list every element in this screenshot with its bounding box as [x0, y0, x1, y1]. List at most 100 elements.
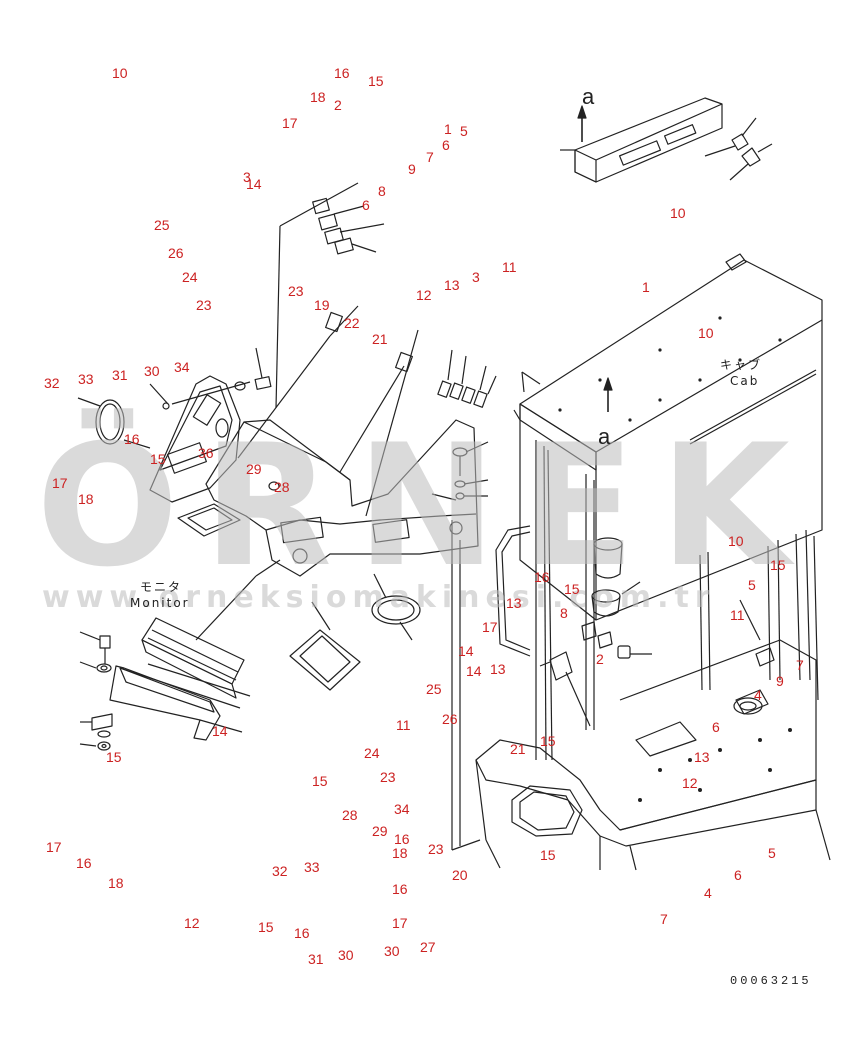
callout-label: 36: [198, 445, 214, 461]
callout-label: 13: [444, 277, 460, 293]
view-a-arrow-top: [577, 105, 587, 142]
callout-label: 3: [243, 169, 251, 185]
callout-label: 22: [344, 315, 360, 331]
callout-label: 17: [282, 115, 298, 131]
bezel-lower: [289, 601, 361, 691]
callout-label: 16: [534, 569, 550, 585]
view-a-label-top: a: [582, 84, 595, 109]
view-a-arrow-cab: [603, 377, 613, 412]
callout-label: 32: [272, 863, 288, 879]
cab-rail: [495, 525, 531, 657]
callout-label: 27: [420, 939, 436, 955]
cab-right-hardware: [735, 599, 775, 715]
ring-seal: [77, 397, 151, 449]
view-a-label-cab: a: [598, 424, 611, 449]
callout-label: 15: [564, 581, 580, 597]
cab-body: [513, 253, 823, 621]
callout-label: 34: [394, 801, 410, 817]
screw-and-washers-center: [431, 441, 489, 851]
callout-label: 34: [174, 359, 190, 375]
callout-label: 26: [168, 245, 184, 261]
callout-label: 17: [52, 475, 68, 491]
gasket-ring: [371, 573, 421, 641]
bolt-and-washers-left: [79, 631, 113, 751]
callout-label: 24: [182, 269, 198, 285]
callout-label: 6: [734, 867, 742, 883]
callout-label: 20: [452, 867, 468, 883]
clips-and-bolt: [539, 621, 652, 727]
callout-label: 9: [776, 673, 784, 689]
callout-label: 29: [246, 461, 262, 477]
callout-label: 30: [144, 363, 160, 379]
knob-and-washer: [149, 347, 272, 410]
callout-label: 10: [112, 65, 128, 81]
callout-label: 11: [730, 607, 745, 623]
callout-label: 14: [458, 643, 474, 659]
callout-label: 28: [342, 807, 358, 823]
watermark-url: www.orneksiomakinesi.com.tr: [42, 580, 716, 615]
callout-label: 1: [642, 279, 650, 295]
callout-label: 5: [460, 123, 468, 139]
callout-label: 3: [472, 269, 480, 285]
callout-label: 17: [482, 619, 498, 635]
cab-label-en: Cab: [730, 374, 760, 388]
callout-label: 2: [596, 651, 604, 667]
monitor-label-jp: モニタ: [140, 580, 183, 594]
dashboard-cover: [205, 419, 479, 577]
callout-label: 18: [78, 491, 94, 507]
callout-label: 15: [258, 919, 274, 935]
callout-label: 29: [372, 823, 388, 839]
callout-label: 7: [660, 911, 668, 927]
callout-label: 25: [426, 681, 442, 697]
callout-label: 4: [754, 687, 762, 703]
callout-label: 10: [728, 533, 744, 549]
callout-label: 5: [768, 845, 776, 861]
callout-label: 7: [426, 149, 434, 165]
callout-label: 15: [106, 749, 122, 765]
radio-unit: [560, 97, 773, 183]
switch-stack: [275, 182, 385, 409]
callout-label: 15: [540, 847, 556, 863]
callout-label: 32: [44, 375, 60, 391]
callout-label: 30: [338, 947, 354, 963]
cab-label-jp: キャブ: [720, 358, 763, 372]
callout-label: 18: [310, 89, 326, 105]
callout-label: 10: [698, 325, 714, 341]
callout-label: 6: [442, 137, 450, 153]
callout-label: 11: [502, 259, 517, 275]
bulb-sockets: [325, 311, 497, 408]
callout-label: 6: [362, 197, 370, 213]
callout-label: 5: [748, 577, 756, 593]
monitor-unit: [141, 559, 281, 699]
callout-label: 12: [416, 287, 432, 303]
callout-label: 11: [396, 717, 411, 733]
drawing-number: 00063215: [730, 974, 812, 988]
cab-floor-hatch: [511, 785, 583, 837]
bezel-left: [177, 503, 241, 537]
watermark-brand: ÖRNEK: [36, 408, 814, 604]
monitor-label-en: Monitor: [130, 596, 190, 610]
cab-floor-dots: [558, 316, 792, 802]
callout-label: 17: [392, 915, 408, 931]
callout-label: 24: [364, 745, 380, 761]
callout-label: 14: [246, 176, 262, 192]
callout-label: 14: [466, 663, 482, 679]
callout-label: 31: [308, 951, 324, 967]
callout-label: 18: [392, 845, 408, 861]
cup-holder: [591, 537, 641, 617]
left-console-pod: [149, 375, 251, 503]
callout-label: 4: [704, 885, 712, 901]
callout-label: 33: [78, 371, 94, 387]
callout-label: 15: [312, 773, 328, 789]
callout-label: 31: [112, 367, 128, 383]
callout-label: 1: [444, 121, 452, 137]
callout-label: 16: [76, 855, 92, 871]
callout-label: 30: [384, 943, 400, 959]
callout-label: 12: [682, 775, 698, 791]
callout-label: 15: [368, 73, 384, 89]
callout-label: 19: [314, 297, 330, 313]
callout-label: 14: [212, 723, 228, 739]
callout-label: 13: [490, 661, 506, 677]
